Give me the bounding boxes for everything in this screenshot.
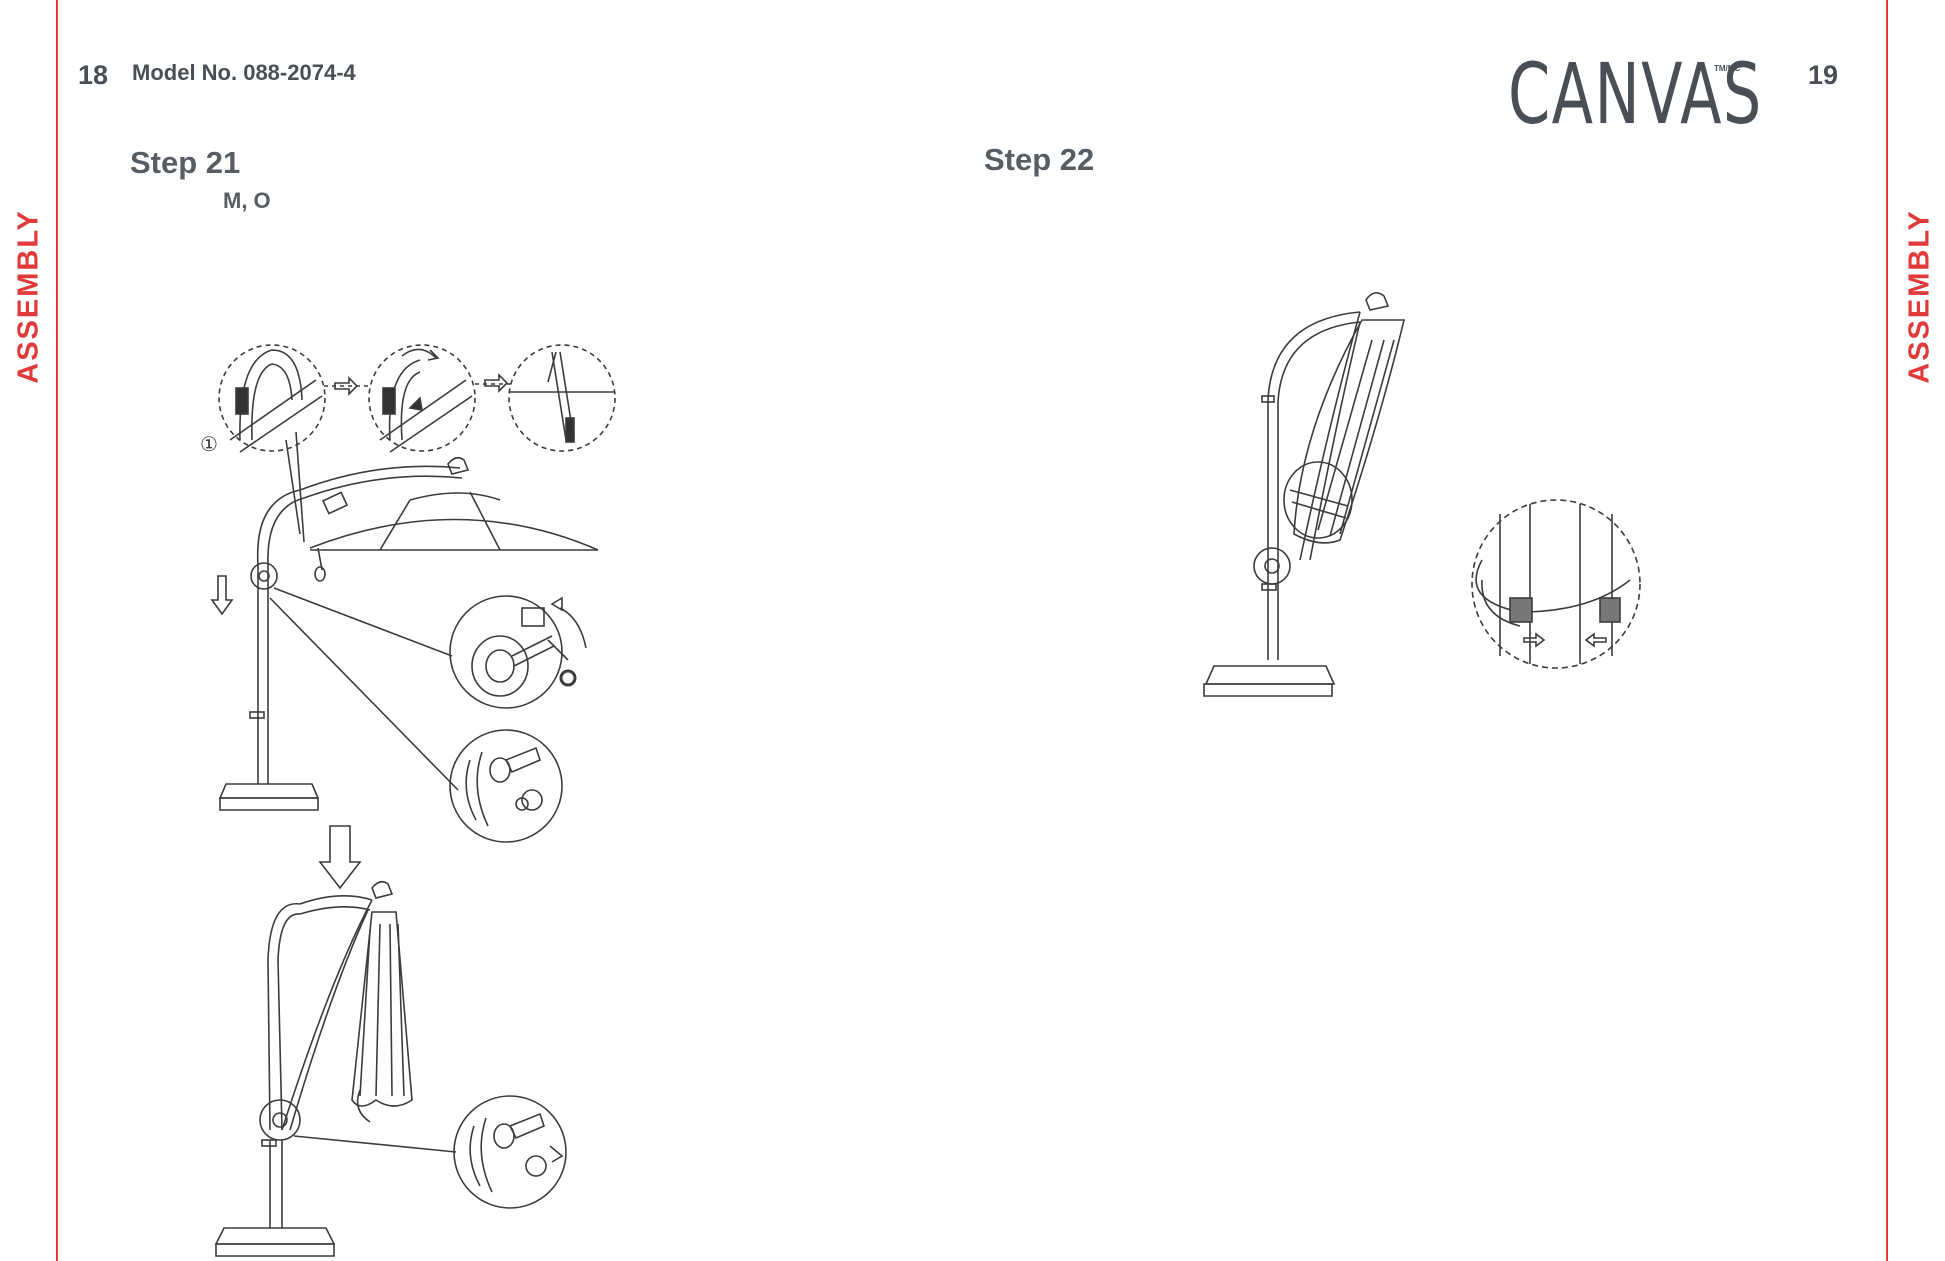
detail-circle-strap (1472, 500, 1640, 668)
umbrella-closed (216, 882, 412, 1256)
arrow-down-large (320, 826, 360, 888)
callout-number: ① (200, 434, 218, 456)
arrow-right-2 (485, 375, 507, 391)
detail-circle-handle-2 (454, 1096, 566, 1208)
arrow-down-small (212, 576, 232, 614)
detail-circle-1 (219, 345, 325, 452)
detail-circle-2 (369, 345, 475, 452)
umbrella-open (212, 432, 598, 810)
umbrella-closed-step22 (1204, 293, 1404, 696)
arrow-right-1 (335, 378, 357, 394)
part-o-label: O (558, 683, 559, 685)
detail-circle-handle (450, 730, 562, 842)
detail-circle-crank (450, 596, 586, 708)
detail-circle-3 (509, 345, 615, 451)
